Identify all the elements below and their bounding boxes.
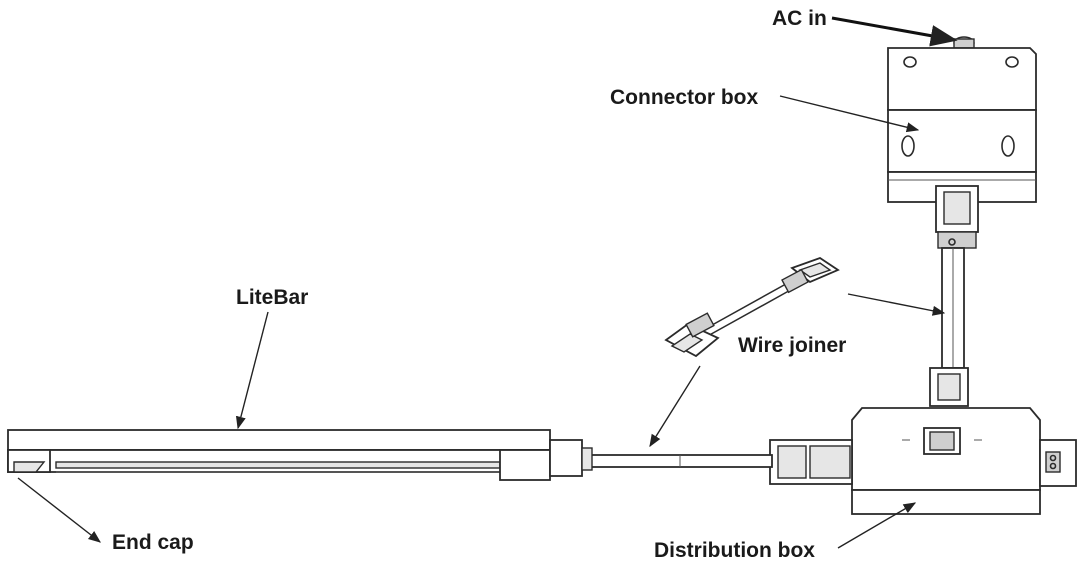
wire-joiner-label: Wire joiner bbox=[738, 334, 847, 357]
connector-box-drawing bbox=[887, 36, 1037, 249]
connector-box-label: Connector box bbox=[610, 86, 759, 109]
wire-joiner-arrow bbox=[649, 365, 701, 448]
litebar-arrow bbox=[235, 311, 269, 430]
litebar-drawing bbox=[7, 429, 593, 481]
distribution-box-label: Distribution box bbox=[654, 539, 815, 562]
wire-joiner-drawing bbox=[664, 257, 840, 358]
wire-arrow bbox=[847, 293, 946, 316]
distribution-box-drawing bbox=[769, 367, 1077, 515]
distribution-box-arrow bbox=[837, 502, 917, 549]
end-cap-label: End cap bbox=[112, 531, 194, 554]
ac-in-arrow bbox=[831, 16, 958, 47]
connector-box-arrow bbox=[779, 95, 920, 133]
ac-in-label: AC in bbox=[772, 7, 827, 30]
litebar-label: LiteBar bbox=[236, 286, 309, 309]
end-cap-arrow bbox=[17, 477, 101, 543]
